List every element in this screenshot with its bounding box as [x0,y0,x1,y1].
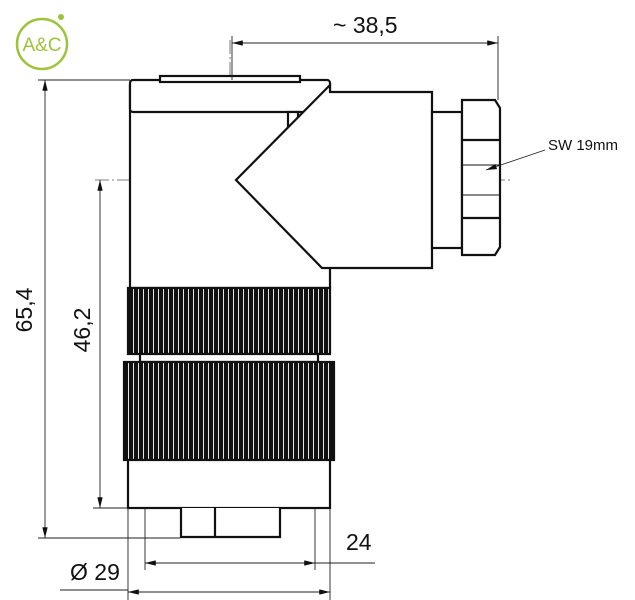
dim-inner-diameter: 24 [346,529,372,555]
dim-overall-width: ~ 38,5 [333,12,398,38]
connector-body [122,74,502,539]
dim-overall-height: 65,4 [11,287,37,332]
logo: A&C [15,14,69,71]
dimension-lines [38,36,546,600]
dim-lower-height: 46,2 [69,308,95,353]
dim-outer-diameter: Ø 29 [70,559,120,585]
logo-text: A&C [22,35,61,56]
dim-wrench-size: SW 19mm [548,137,618,154]
